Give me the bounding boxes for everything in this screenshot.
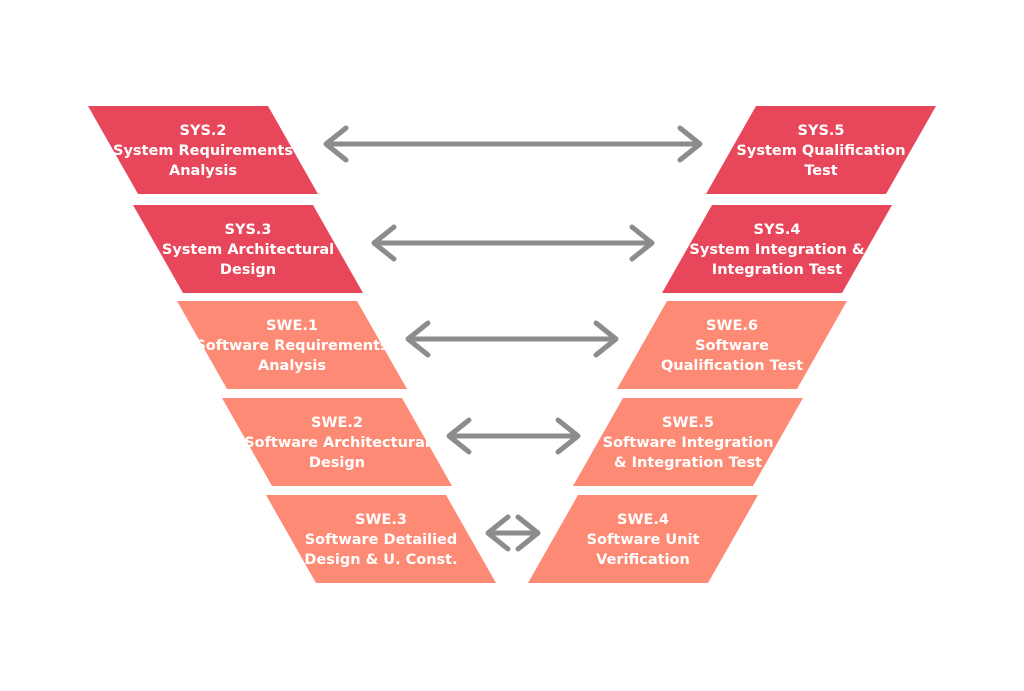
arrow-head-left — [323, 125, 349, 163]
block-shape-swe5 — [573, 398, 803, 486]
double-arrow-icon — [485, 514, 541, 552]
block-shape-sys4 — [662, 205, 892, 293]
block-shape-swe1 — [177, 301, 407, 389]
block-label-line: Analysis — [258, 358, 326, 374]
block-label-line: Test — [804, 163, 837, 179]
block-label-line: SWE.5 — [662, 415, 714, 431]
block-label-line: System Qualification — [736, 143, 905, 159]
block-label-line: SYS.2 — [180, 123, 227, 139]
block-label-line: Design — [220, 262, 276, 278]
block-shape-sys5 — [706, 106, 936, 194]
block-label-line: Integration Test — [712, 262, 842, 278]
block-label-line: Qualification Test — [661, 358, 803, 374]
double-arrow-icon — [446, 417, 581, 455]
block-label-line: Software Detailied — [305, 532, 458, 548]
double-arrow-icon — [405, 320, 619, 358]
block-label-line: System Requirements — [113, 143, 293, 159]
block-label-line: Software — [695, 338, 769, 354]
block-label-line: Design — [309, 455, 365, 471]
arrow-head-left — [371, 224, 397, 262]
arrow-head-right — [515, 514, 541, 552]
block-shape-swe6 — [617, 301, 847, 389]
arrow-head-right — [593, 320, 619, 358]
arrow-head-left — [485, 514, 511, 552]
block-shape-sys3 — [133, 205, 363, 293]
connection-arrows — [323, 125, 703, 552]
block-label-line: Verification — [596, 552, 690, 568]
block-label-line: SYS.5 — [798, 123, 845, 139]
arrow-head-left — [446, 417, 472, 455]
block-label-line: Software Architectural — [244, 435, 430, 451]
block-shape-swe3 — [266, 495, 496, 583]
block-label-line: SYS.3 — [225, 222, 272, 238]
block-label-line: SWE.1 — [266, 318, 318, 334]
block-label-line: SWE.3 — [355, 512, 407, 528]
block-label-line: Software Integration — [603, 435, 774, 451]
double-arrow-icon — [371, 224, 655, 262]
block-label-line: Software Unit — [587, 532, 700, 548]
block-shape-sys2 — [88, 106, 318, 194]
block-label-line: Analysis — [169, 163, 237, 179]
arrow-head-right — [629, 224, 655, 262]
block-label-line: & Integration Test — [614, 455, 762, 471]
double-arrow-icon — [323, 125, 703, 163]
arrow-head-right — [677, 125, 703, 163]
block-shape-swe4 — [528, 495, 758, 583]
arrow-head-right — [555, 417, 581, 455]
block-label-line: SYS.4 — [754, 222, 801, 238]
block-label-line: SWE.4 — [617, 512, 669, 528]
block-label-line: Design & U. Const. — [304, 552, 457, 568]
block-label-line: SWE.6 — [706, 318, 758, 334]
block-label-line: System Integration & — [689, 242, 864, 258]
block-label-line: SWE.2 — [311, 415, 363, 431]
block-shape-swe2 — [222, 398, 452, 486]
arrow-head-left — [405, 320, 431, 358]
block-label-line: System Architectural — [162, 242, 334, 258]
block-label-line: Software Requirements — [195, 338, 388, 354]
